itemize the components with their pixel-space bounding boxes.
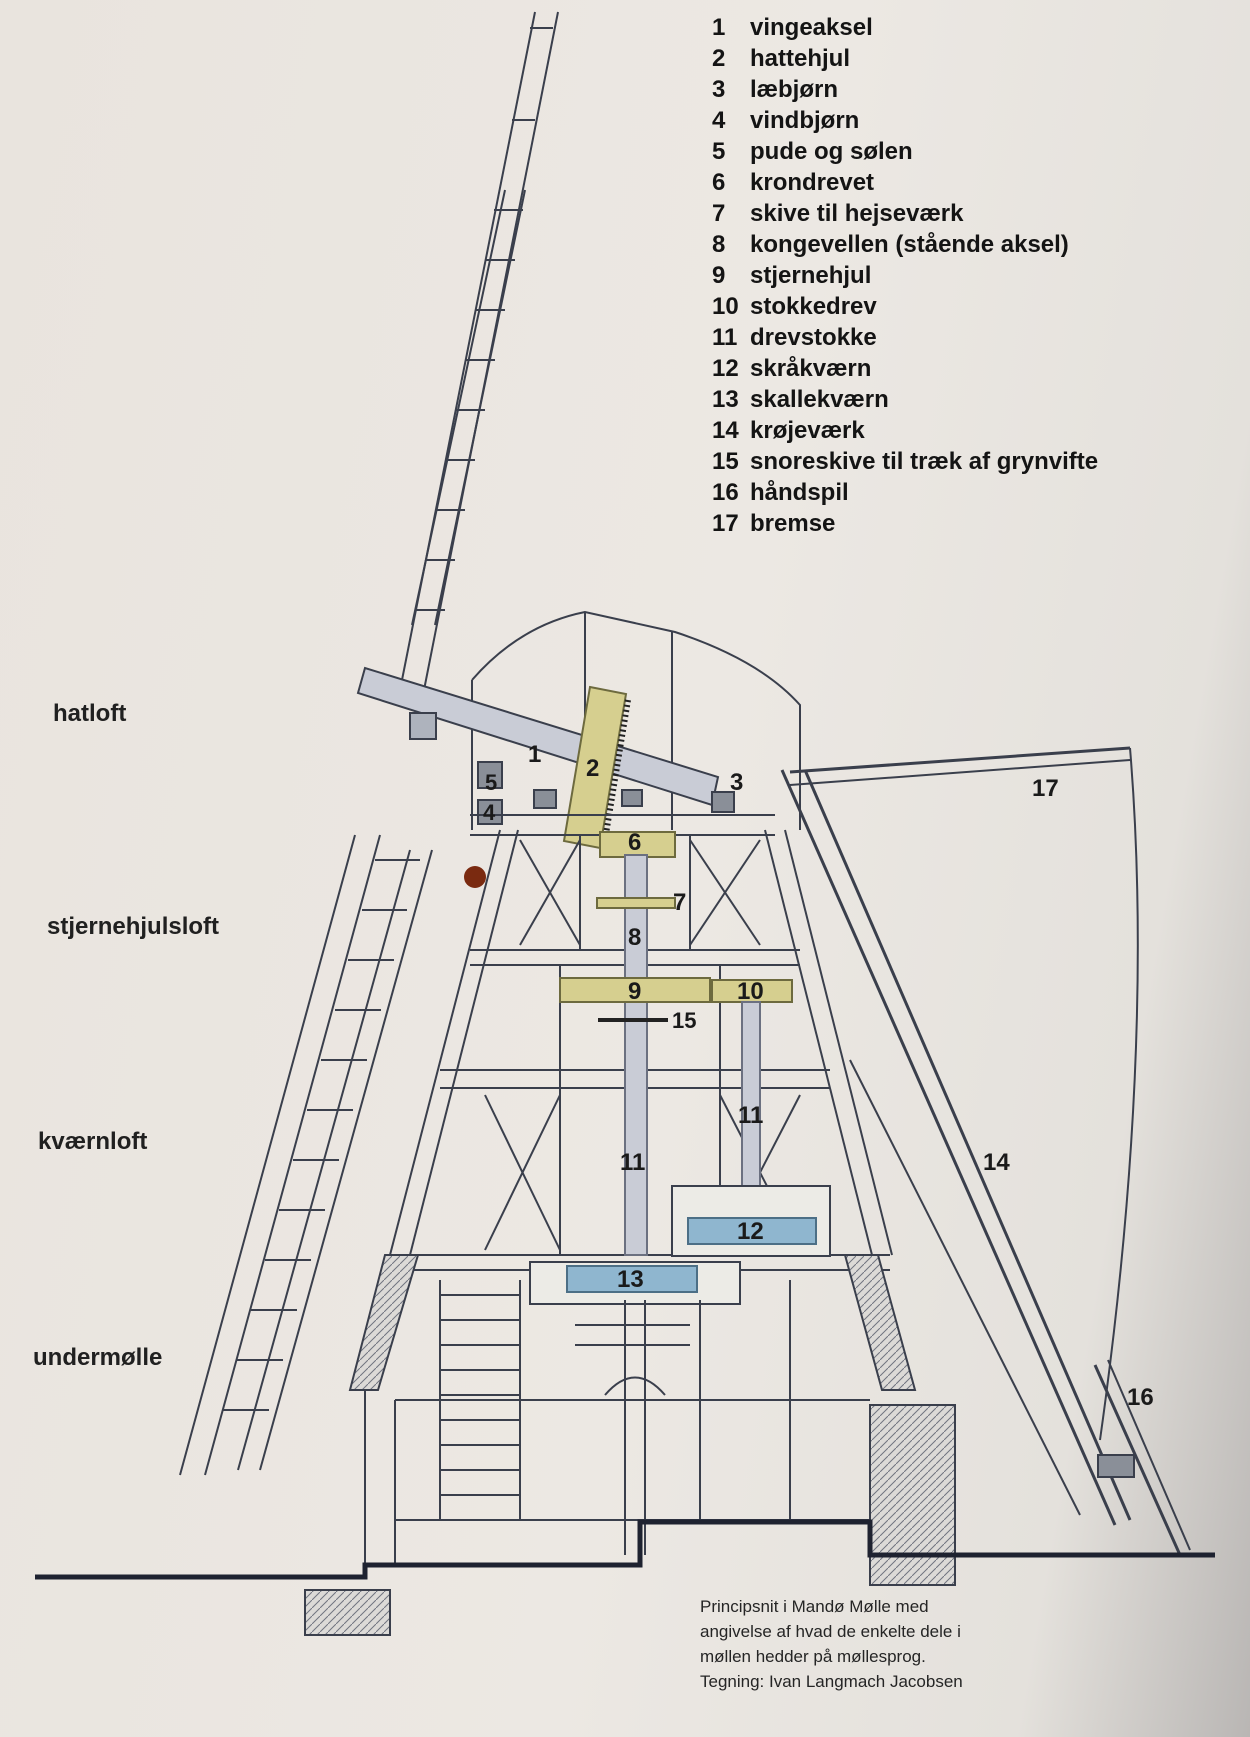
- ground-line: [35, 1519, 1215, 1580]
- caption-line: Principsnit i Mandø Mølle med: [700, 1597, 929, 1616]
- callout-14: 14: [983, 1149, 1010, 1176]
- brake-lever: [789, 746, 1131, 774]
- callout-12: 12: [737, 1218, 764, 1245]
- callout-10: 10: [737, 978, 764, 1005]
- callout-6: 6: [628, 829, 641, 856]
- hoist-pulley: [596, 897, 676, 909]
- callout-11-left: 11: [620, 1149, 645, 1176]
- undermill: [304, 1254, 956, 1636]
- callout-15: 15: [672, 1008, 696, 1033]
- floor-label-undermolle: undermølle: [33, 1344, 163, 1371]
- callout-1: 1: [528, 741, 541, 768]
- callout-17: 17: [1032, 775, 1059, 802]
- callout-5: 5: [485, 770, 497, 795]
- caption-line: angivelse af hvad de enkelte dele i: [700, 1622, 961, 1641]
- callout-11-right: 11: [738, 1102, 763, 1129]
- callout-9: 9: [628, 978, 641, 1005]
- floor-label-hatloft: hatloft: [53, 700, 127, 727]
- crown-wheel: [599, 831, 676, 858]
- callout-3: 3: [730, 769, 743, 796]
- stain: [464, 866, 486, 888]
- tail-pole: [780, 769, 1117, 1526]
- callout-13: 13: [617, 1266, 644, 1293]
- drawing-caption: Principsnit i Mandø Mølle med angivelse …: [700, 1594, 963, 1694]
- winch: [1093, 1364, 1182, 1556]
- caption-line: møllen hedder på møllesprog.: [700, 1647, 926, 1666]
- callout-7: 7: [673, 889, 686, 916]
- callout-4: 4: [483, 800, 496, 825]
- callout-8: 8: [628, 924, 641, 951]
- caption-line: Tegning: Ivan Langmach Jacobsen: [700, 1672, 963, 1691]
- upper-sail: [399, 11, 559, 691]
- floor-label-kvaernloft: kværnloft: [38, 1128, 148, 1155]
- floor-label-stjernehjulsloft: stjernehjulsloft: [47, 913, 220, 940]
- king-shaft: [624, 854, 648, 1256]
- spur-wheel: [559, 977, 711, 1003]
- callout-2: 2: [586, 755, 599, 782]
- hulling-millstone: [566, 1265, 698, 1293]
- inclined-millstone: [687, 1217, 817, 1245]
- callout-16: 16: [1127, 1384, 1154, 1411]
- stone-spindle: [741, 1001, 761, 1188]
- lower-sail: [179, 834, 433, 1476]
